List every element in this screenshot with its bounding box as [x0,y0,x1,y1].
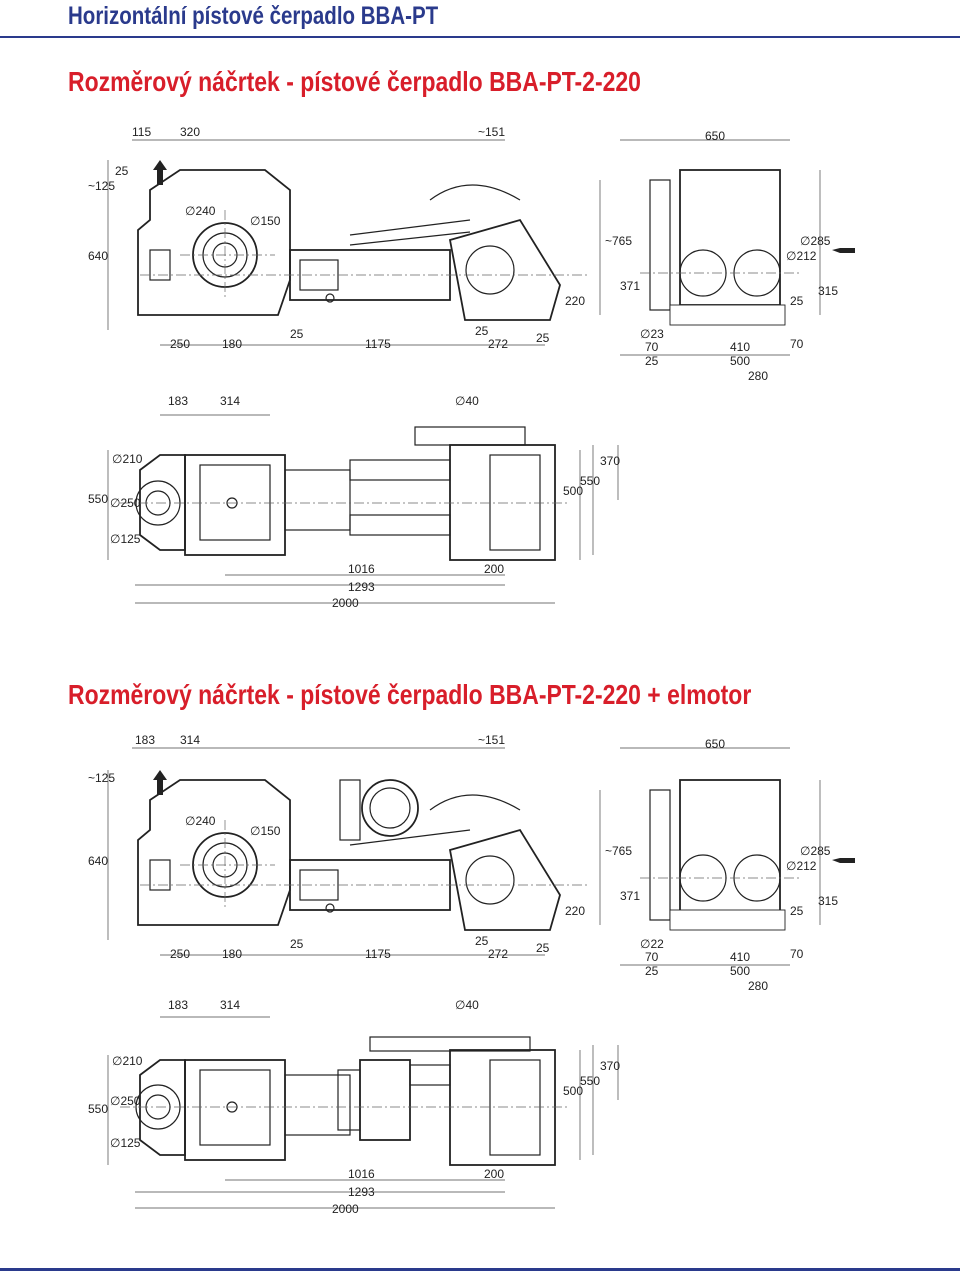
dim-label: 314 [220,998,240,1012]
page-title: Horizontální pístové čerpadlo BBA-PT [68,2,439,30]
dim-label: ∅125 [110,1136,141,1150]
dim-label: ~151 [478,733,505,747]
dim-label: 500 [563,1084,583,1098]
dim-label: 25 [115,164,129,178]
dim-label: 25 [475,934,489,948]
dim-label: ∅250 [110,496,141,510]
dim-label: 315 [818,284,838,298]
dim-label: ∅285 [800,844,831,858]
dim-label: 371 [620,889,640,903]
dim-label: 220 [565,904,585,918]
dim-label: 25 [290,327,304,341]
dim-label: 370 [600,454,620,468]
dim-label: 25 [536,941,550,955]
dim-label: 640 [88,249,108,263]
dim-label: 183 [135,733,155,747]
dim-label: 25 [536,331,550,345]
dim-label: ∅285 [800,234,831,248]
dim-label: 500 [730,354,750,368]
dim-label: 183 [168,998,188,1012]
dim-label: 25 [790,294,804,308]
dim-label: 250 [170,337,190,351]
dim-label: ∅240 [185,204,216,218]
dim-label: 272 [488,337,508,351]
side-view-pump-motor: 183 314 ~151 650 ~125 640 ∅240 ∅150 ∅212… [88,733,855,993]
dim-label: 410 [730,340,750,354]
dim-label: 550 [88,492,108,506]
dim-label: ∅40 [455,998,479,1012]
dim-label: ∅150 [250,214,281,228]
dim-label: 200 [484,562,504,576]
plan-view-pump-motor: 183 314 ∅40 550 ∅250 ∅125 ∅210 500 550 3… [88,998,620,1216]
dim-label: ∅22 [640,937,664,951]
dim-label: ∅210 [112,1054,143,1068]
dim-label: 250 [170,947,190,961]
dim-label: ~765 [605,234,632,248]
dim-label: 25 [645,354,659,368]
dim-label: 70 [645,340,659,354]
dim-label: 410 [730,950,750,964]
dim-label: 1175 [365,947,391,961]
dim-label: 200 [484,1167,504,1181]
dim-label: 1293 [348,580,375,594]
dim-label: 371 [620,279,640,293]
dim-label: 25 [645,964,659,978]
dim-label: 272 [488,947,508,961]
dim-label: ∅212 [786,859,817,873]
dim-label: 1016 [348,1167,375,1181]
dim-label: 640 [88,854,108,868]
dim-label: ∅23 [640,327,664,341]
dim-label: 500 [730,964,750,978]
dim-label: 25 [290,937,304,951]
section-title-pump: Rozměrový náčrtek - pístové čerpadlo BBA… [68,66,641,97]
side-view-pump: 115 320 ~151 650 ~125 25 640 ∅240 ∅150 ∅… [88,125,855,383]
dim-label: ∅125 [110,532,141,546]
dim-label: 2000 [332,1202,359,1216]
dim-label: ∅250 [110,1094,141,1108]
dim-label: ∅212 [786,249,817,263]
dim-label: 25 [790,904,804,918]
dim-label: ~765 [605,844,632,858]
dim-label: 220 [565,294,585,308]
dim-label: ∅210 [112,452,143,466]
dim-label: 650 [705,737,725,751]
dim-label: 550 [88,1102,108,1116]
dim-label: 70 [790,337,804,351]
dim-label: 70 [645,950,659,964]
dim-label: 315 [818,894,838,908]
footer-divider [0,1268,960,1271]
dim-label: 180 [222,947,242,961]
dim-label: ∅40 [455,394,479,408]
dim-label: 280 [748,979,768,993]
dim-label: 1175 [365,337,391,351]
dim-label: 550 [580,1074,600,1088]
dim-label: 280 [748,369,768,383]
dim-label: 314 [220,394,240,408]
dim-label: ∅150 [250,824,281,838]
dim-label: 1293 [348,1185,375,1199]
dim-label: 183 [168,394,188,408]
dim-label: 25 [475,324,489,338]
dim-label: 500 [563,484,583,498]
dim-label: 180 [222,337,242,351]
dim-label: 320 [180,125,200,139]
title-divider [0,36,960,38]
dim-label: ~151 [478,125,505,139]
dim-label: 370 [600,1059,620,1073]
dim-label: 650 [705,129,725,143]
dim-label: ~125 [88,771,115,785]
dim-label: ∅240 [185,814,216,828]
section-title-pump-motor: Rozměrový náčrtek - pístové čerpadlo BBA… [68,679,752,710]
dim-label: 1016 [348,562,375,576]
plan-view-pump: 183 314 ∅40 550 ∅250 ∅125 ∅210 500 550 3… [88,394,620,610]
dim-label: ~125 [88,179,115,193]
dim-label: 115 [132,125,151,139]
dim-label: 70 [790,947,804,961]
dim-label: 314 [180,733,200,747]
dim-label: 2000 [332,596,359,610]
dim-label: 550 [580,474,600,488]
